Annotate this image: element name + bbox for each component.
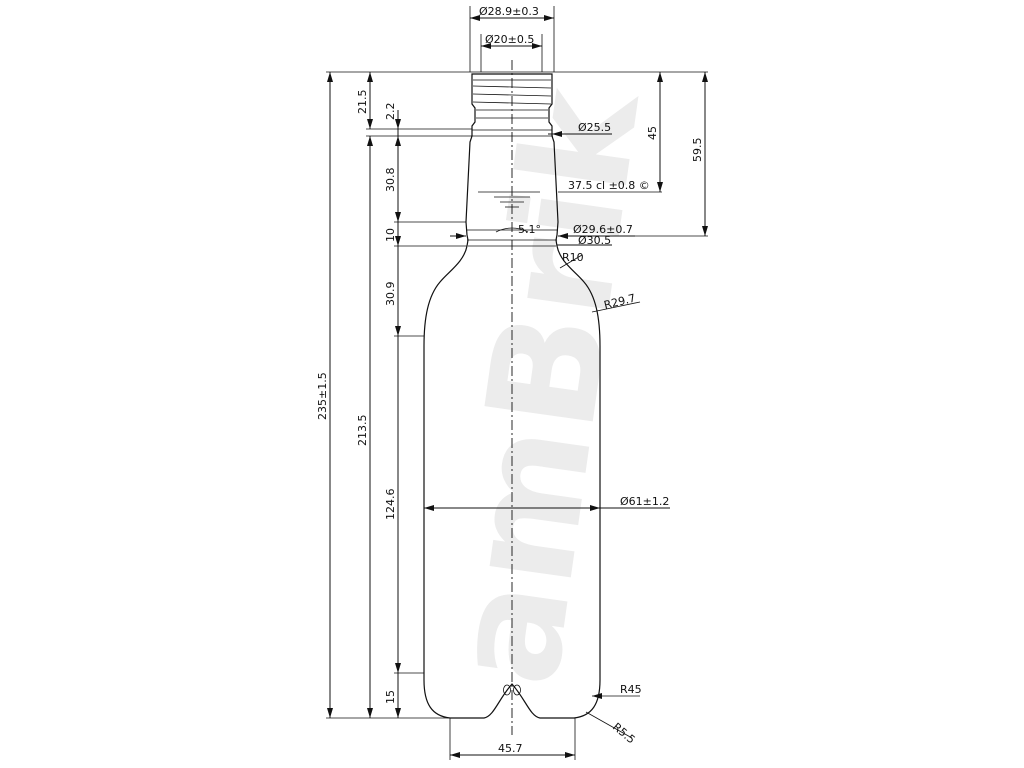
horizontal-dimension-lines: [424, 15, 670, 758]
dim-fill-level: 37.5 cl ±0.8 ©: [568, 179, 650, 192]
dim-shoulder-start-depth: 59.5: [691, 138, 704, 163]
dim-fill-level-depth: 45: [646, 126, 659, 140]
dim-bore-diameter: Ø20±0.5: [485, 33, 534, 46]
dim-radius-neck: R10: [562, 251, 584, 264]
dim-radius-heel: R45: [620, 683, 642, 696]
dim-neck-outer-diameter: Ø28.9±0.3: [479, 5, 539, 18]
dim-radius-base: R5.5: [610, 720, 638, 746]
dim-seg-2-2: 2.2: [384, 103, 397, 121]
dim-collar-diameter: Ø25.5: [578, 121, 611, 134]
dim-body-height-total: 213.5: [356, 415, 369, 447]
dim-seg-10: 10: [384, 228, 397, 242]
dim-seg-124-6: 124.6: [384, 489, 397, 521]
bottle-outline: [423, 73, 601, 719]
vertical-dimension-lines: [327, 72, 708, 718]
dim-total-height: 235±1.5: [316, 372, 329, 420]
dim-base-width: 45.7: [498, 742, 523, 755]
dim-body-diameter: Ø61±1.2: [620, 495, 669, 508]
dimension-labels: Ø28.9±0.3 Ø20±0.5 Ø25.5 37.5 cl ±0.8 © 5…: [316, 5, 704, 755]
dim-seg-30-9: 30.9: [384, 282, 397, 307]
dim-finish-height: 21.5: [356, 90, 369, 115]
radius-leaders: [559, 254, 641, 739]
dim-seg-15: 15: [384, 690, 397, 704]
watermark-text: amBrik: [418, 76, 674, 695]
dim-neck-diameter: Ø29.6±0.7: [573, 223, 633, 236]
dim-angle: 5.1°: [518, 223, 541, 236]
dim-neck-base-diameter: Ø30.5: [578, 234, 611, 247]
dim-seg-30-8: 30.8: [384, 168, 397, 193]
